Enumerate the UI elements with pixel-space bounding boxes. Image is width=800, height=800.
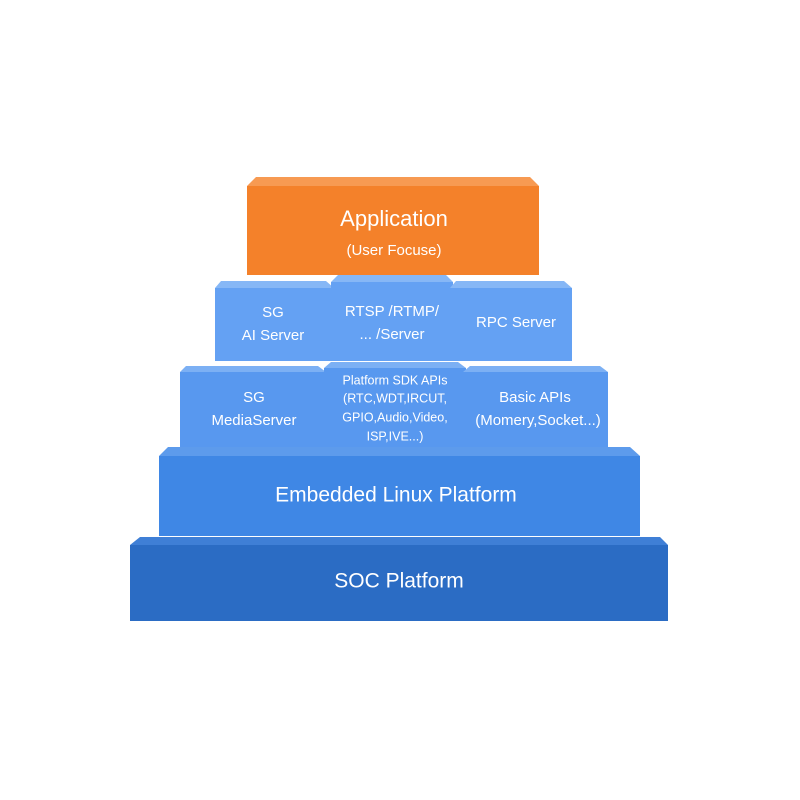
embedded-linux-label: Embedded Linux Platform	[275, 484, 517, 507]
application-label-2: (User Focuse)	[346, 242, 441, 259]
platform-sdk-apis-block: Platform SDK APIs (RTC,WDT,IRCUT, GPIO,A…	[324, 362, 466, 447]
application-block: Application (User Focuse)	[247, 177, 539, 275]
sg-mediaserver-label-1: SG	[243, 389, 265, 406]
sg-ai-server-label-2: AI Server	[242, 327, 305, 344]
sg-ai-server-label-1: SG	[262, 304, 284, 321]
soc-platform-layer: SOC Platform	[130, 537, 668, 621]
basic-apis-label-1: Basic APIs	[499, 389, 571, 406]
sg-mediaserver-block: SG MediaServer	[180, 366, 326, 447]
sg-ai-server-block: SG AI Server	[215, 281, 334, 361]
tier2-row: SG AI Server RTSP /RTMP/ ... /Server RPC…	[215, 275, 572, 361]
platform-sdk-label-1: Platform SDK APIs	[343, 373, 448, 387]
soc-platform-label: SOC Platform	[334, 570, 464, 593]
platform-sdk-label-4: ISP,IVE...)	[367, 429, 424, 443]
rpc-server-block: RPC Server	[450, 281, 572, 361]
tier3-row: SG MediaServer Platform SDK APIs (RTC,WD…	[180, 362, 608, 447]
platform-sdk-label-2: (RTC,WDT,IRCUT,	[343, 391, 447, 405]
basic-apis-block: Basic APIs (Momery,Socket...)	[463, 366, 608, 447]
embedded-linux-layer: Embedded Linux Platform	[159, 447, 640, 536]
rtsp-rtmp-server-block: RTSP /RTMP/ ... /Server	[331, 275, 453, 361]
basic-apis-label-2: (Momery,Socket...)	[475, 412, 601, 429]
rtsp-rtmp-label-2: ... /Server	[359, 326, 424, 343]
sg-mediaserver-label-2: MediaServer	[211, 412, 296, 429]
rtsp-rtmp-label-1: RTSP /RTMP/	[345, 303, 440, 320]
application-label-1: Application	[340, 206, 448, 231]
rpc-server-label: RPC Server	[476, 314, 556, 331]
platform-sdk-label-3: GPIO,Audio,Video,	[342, 410, 447, 424]
